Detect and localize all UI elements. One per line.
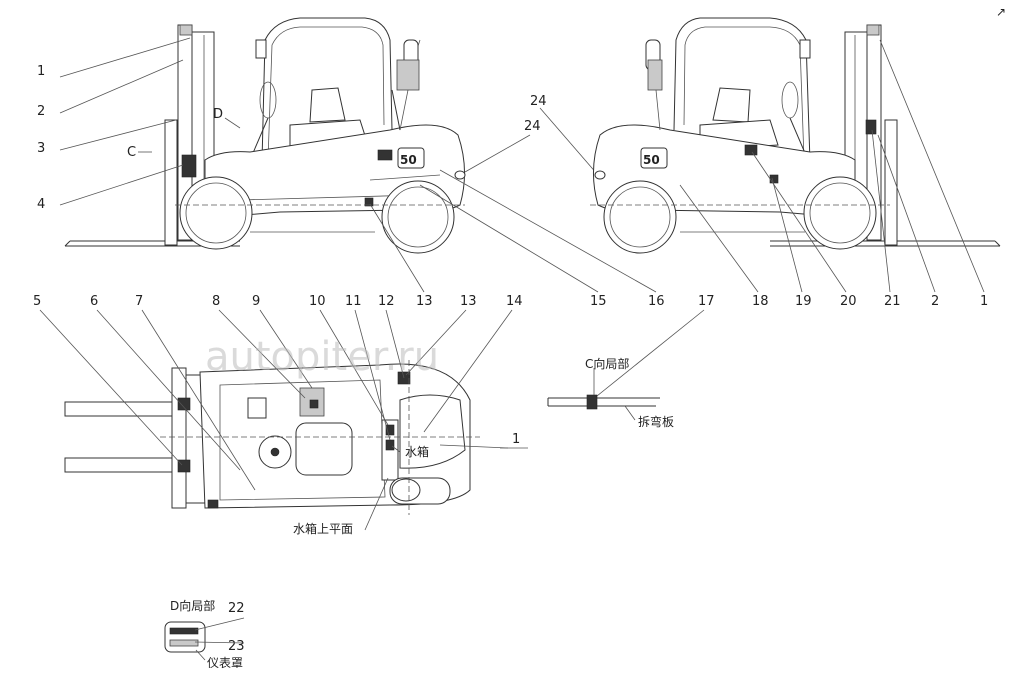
label-24-a: 24	[530, 94, 547, 109]
corner-mark: ↗	[996, 5, 1006, 19]
text-radiator-top: 水箱上平面	[293, 521, 353, 536]
view-letter-d: D	[213, 107, 223, 122]
label-plan-11: 11	[345, 294, 362, 309]
left-callouts: 1 2 3 4 C D 24 24	[37, 37, 599, 212]
label-row-21: 21	[884, 294, 901, 309]
label-22: 22	[228, 601, 245, 616]
label-24-b: 24	[524, 119, 541, 134]
d-detail: D向局部 22 23 仪表罩	[164, 598, 245, 670]
label-row-16: 16	[648, 294, 665, 309]
label-row-19: 19	[795, 294, 812, 309]
badge-number-left: 50	[400, 153, 417, 167]
plan-view	[64, 360, 480, 515]
label-left-4: 4	[37, 197, 45, 212]
label-plan-10: 10	[309, 294, 326, 309]
view-letter-c: C	[127, 145, 136, 160]
label-row-18: 18	[752, 294, 769, 309]
label-plan-6: 6	[90, 294, 98, 309]
text-c-detail-title: C向局部	[585, 356, 629, 371]
label-plan-14: 14	[506, 294, 523, 309]
label-plan-7: 7	[135, 294, 143, 309]
label-left-3: 3	[37, 141, 45, 156]
label-left-1: 1	[37, 64, 45, 79]
label-row-20: 20	[840, 294, 857, 309]
c-detail: C向局部 拆弯板	[547, 356, 674, 429]
right-side-view: 50	[590, 17, 1001, 254]
text-radiator: 水箱	[405, 444, 429, 459]
label-plan-13: 13	[460, 294, 477, 309]
label-23: 23	[228, 639, 245, 654]
label-plan-5: 5	[33, 294, 41, 309]
label-plan-12: 12	[378, 294, 395, 309]
badge-number-right: 50	[643, 153, 660, 167]
plan-callouts: 5 6 7 8 9 10 11 12 13 14 17 1 水箱 水箱上平面	[33, 294, 715, 536]
text-bending-plate: 拆弯板	[638, 414, 674, 429]
label-plan-9: 9	[252, 294, 260, 309]
label-plan-17: 17	[698, 294, 715, 309]
watermark-text: autopiter.ru	[205, 334, 439, 380]
text-instrument-cover: 仪表罩	[207, 656, 243, 670]
label-row-13a: 13	[416, 294, 433, 309]
label-plan-8: 8	[212, 294, 220, 309]
label-row-1: 1	[980, 294, 988, 309]
label-row-2: 2	[931, 294, 939, 309]
left-side-view: 50	[64, 17, 466, 254]
text-d-detail-title: D向局部	[170, 598, 215, 613]
label-left-2: 2	[37, 104, 45, 119]
label-row-15: 15	[590, 294, 607, 309]
bottom-row-callouts: 13 15 16 18 19 20 21 2 1	[369, 39, 988, 309]
label-plan-1: 1	[512, 432, 520, 447]
